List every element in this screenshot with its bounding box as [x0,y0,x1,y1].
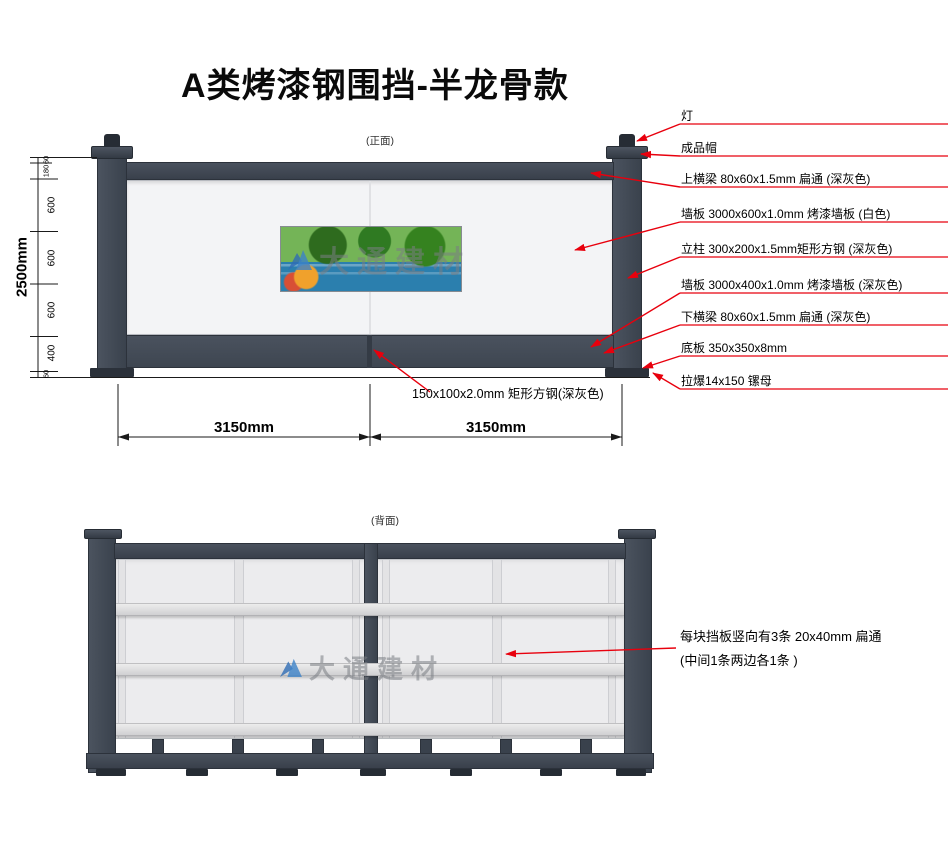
back-vertical-tube [492,560,502,738]
front-watermark: 大通建材 [288,240,471,279]
front-left-post [97,158,127,372]
back-bottom-rail [86,753,654,769]
front-left-post-cap [91,146,133,159]
back-foot [540,769,562,776]
front-right-lamp [619,134,635,148]
back-watermark: 大通建材 [280,650,445,684]
dim-seg-600-2: 600 [46,249,58,267]
back-vertical-tube [352,560,360,738]
label-anchor-bolt: 拉爆14x150 镙母 [681,374,772,388]
label-lamp: 灯 [681,109,694,123]
front-right-baseplate [605,368,649,377]
back-foot [360,769,386,776]
label-bottom-beam: 下横梁 80x60x1.5mm 扁通 (深灰色) [681,310,871,324]
front-top-beam [126,162,614,180]
back-horizontal-rail [116,603,624,616]
dim-seg-60-bottom: 60 [41,369,51,379]
back-note-line2: (中间1条两边各1条 ) [680,653,798,668]
front-right-post [612,158,642,372]
dim-seg-60-top: 60 [41,155,51,165]
dim-seg-400: 400 [46,344,58,362]
front-right-post-cap [606,146,648,159]
label-wall-panel-white: 墙板 3000x600x1.0mm 烤漆墙板 (白色) [681,207,891,221]
back-watermark-text: 大通建材 [309,653,446,684]
back-vertical-tube [234,560,244,738]
label-center-beam: 150x100x2.0mm 矩形方钢(深灰色) [412,387,604,401]
front-left-baseplate [90,368,134,377]
watermark-logo-icon [288,250,312,270]
dim-width-right: 3150mm [465,419,527,436]
back-foot [276,769,298,776]
label-wall-panel-gray: 墙板 3000x400x1.0mm 烤漆墙板 (深灰色) [681,278,903,292]
front-watermark-text: 大通建材 [319,246,471,279]
back-vertical-tube [382,560,390,738]
dim-seg-180: 180 [41,164,51,178]
label-top-beam: 上横梁 80x60x1.5mm 扁通 (深灰色) [681,172,871,186]
dim-height-total: 2500mm [13,236,31,298]
back-note-line1: 每块挡板竖向有3条 20x40mm 扁通 [680,629,882,644]
front-center-beam [367,335,372,368]
front-view-caption: (正面) [366,135,394,147]
back-right-post-cap [618,529,656,539]
back-left-post-cap [84,529,122,539]
back-foot [450,769,472,776]
back-foot [96,769,126,776]
back-foot [616,769,646,776]
back-horizontal-rail [116,663,624,676]
label-column: 立柱 300x200x1.5mm矩形方钢 (深灰色) [681,242,893,256]
back-vertical-tube [608,560,616,738]
back-view-caption: (背面) [371,515,399,527]
dim-seg-600-3: 600 [46,301,58,319]
label-base-plate: 底板 350x350x8mm [681,341,788,355]
back-left-post [88,537,116,773]
watermark-logo-icon [280,658,302,677]
dim-seg-600-1: 600 [46,196,58,214]
page-title: A类烤漆钢围挡-半龙骨款 [181,67,569,105]
dim-width-left: 3150mm [213,419,275,436]
front-left-lamp [104,134,120,148]
back-right-post [624,537,652,773]
back-foot [186,769,208,776]
label-cap: 成品帽 [681,141,718,155]
back-vertical-tube [118,560,126,738]
back-horizontal-rail [116,723,624,736]
front-banner-graphic [280,226,462,292]
